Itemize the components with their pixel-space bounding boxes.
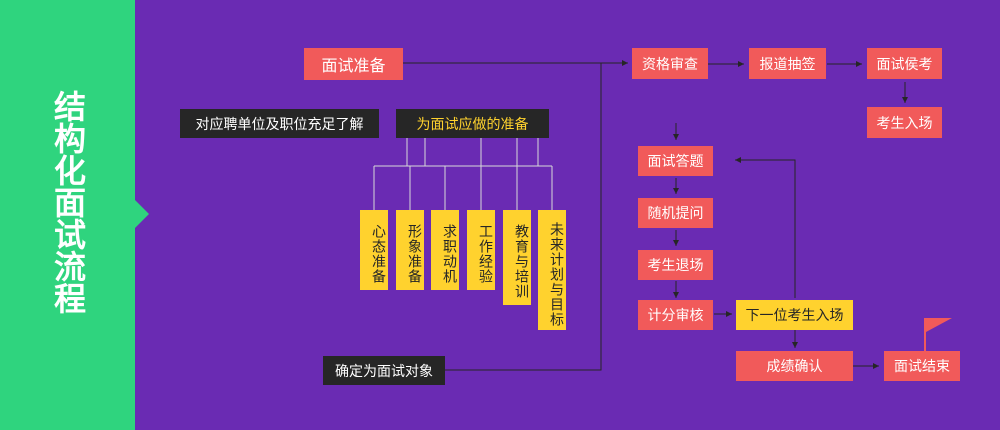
qualification-box: 资格审查 (632, 48, 708, 79)
waiting-box: 面试侯考 (867, 48, 942, 79)
sidebar: 结构化面试流程 (0, 0, 135, 430)
answer-box: 面试答题 (638, 146, 713, 176)
prep-item-education: 教育与培训 (503, 210, 531, 305)
score-review-box: 计分审核 (638, 300, 713, 330)
start-prep-box: 面试准备 (304, 48, 403, 80)
prepare-items-box: 为面试应做的准备 (396, 109, 549, 138)
understand-position-box: 对应聘单位及职位充足了解 (180, 109, 379, 138)
next-candidate-box: 下一位考生入场 (736, 300, 853, 330)
prep-item-motivation: 求职动机 (431, 210, 459, 290)
prep-item-experience: 工作经验 (467, 210, 495, 290)
score-confirm-box: 成绩确认 (736, 351, 853, 381)
random-question-box: 随机提问 (638, 198, 713, 228)
interview-end-box: 面试结束 (884, 351, 960, 381)
candidate-exit-box: 考生退场 (638, 250, 713, 280)
draw-lots-box: 报道抽签 (749, 48, 826, 79)
sidebar-pointer (135, 200, 149, 228)
candidate-enter-box: 考生入场 (867, 107, 942, 138)
link-next-loop-back (735, 157, 796, 298)
confirm-candidate-box: 确定为面试对象 (323, 356, 445, 385)
sidebar-title: 结构化面试流程 (49, 90, 87, 314)
link-confirm-to-mainline (445, 63, 602, 371)
prep-item-future-plan: 未来计划与目标 (538, 210, 566, 330)
prep-item-appearance: 形象准备 (396, 210, 424, 290)
prep-item-mindset: 心态准备 (360, 210, 388, 290)
